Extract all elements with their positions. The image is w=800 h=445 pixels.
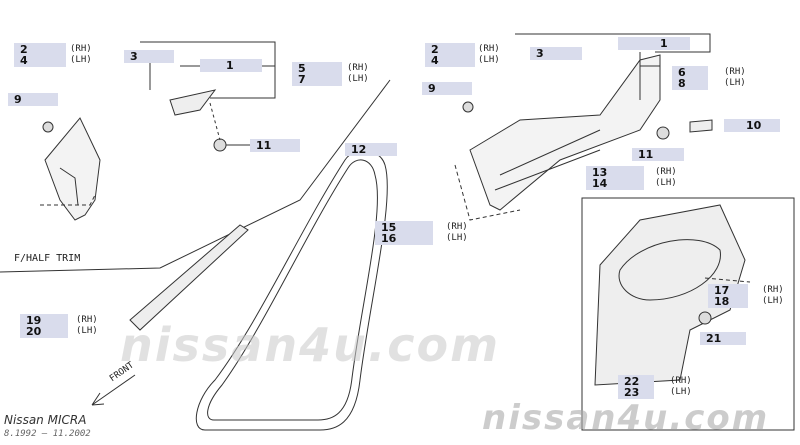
bracket-1b: [515, 33, 711, 53]
small-trim-a: [169, 89, 217, 116]
a-pillar-strip: [129, 224, 249, 331]
callout-11-right[interactable]: 11: [632, 148, 684, 161]
model-period: 8.1992 — 11.2002: [4, 429, 91, 439]
callout-9-left[interactable]: 9: [8, 93, 58, 106]
detail-box: [581, 197, 795, 431]
side-22-23: (RH)(LH): [670, 376, 692, 397]
callout-12[interactable]: 12: [345, 143, 397, 156]
side-15-16: (RH)(LH): [446, 222, 468, 243]
callout-11-left[interactable]: 11: [250, 139, 300, 152]
clip-11a: [213, 138, 227, 152]
watermark-bottom: nissan4u.com: [482, 398, 770, 438]
side-17-18: (RH)(LH): [762, 285, 784, 306]
bracket-6-8: [639, 52, 660, 100]
part-10: [689, 119, 713, 133]
model-name: Nissan MICRA: [4, 413, 87, 427]
bracket-1a: [140, 41, 276, 99]
callout-3-right[interactable]: 3: [530, 47, 582, 60]
callout-10[interactable]: 10: [724, 119, 780, 132]
side-5-7: (RH)(LH): [347, 63, 369, 84]
weatherstrip: [195, 150, 388, 431]
clip-21: [698, 311, 712, 325]
callout-1-left[interactable]: 1: [200, 59, 262, 72]
clip-9a: [42, 121, 54, 133]
callout-3-left[interactable]: 3: [124, 50, 174, 63]
clip-11b: [656, 126, 670, 140]
side-19-20: (RH)(LH): [76, 315, 98, 336]
watermark-center: nissan4u.com: [120, 318, 501, 372]
callout-9-right[interactable]: 9: [422, 82, 472, 95]
side-6-8: (RH)(LH): [724, 67, 746, 88]
callout-21[interactable]: 21: [700, 332, 746, 345]
half-trim-label: F/HALF TRIM: [14, 253, 81, 264]
front-pillar-trim: [44, 117, 101, 221]
side-2-4-left: (RH)(LH): [70, 44, 92, 65]
side-2-4-right: (RH)(LH): [478, 44, 500, 65]
front-arrow: [91, 374, 136, 406]
side-13-14: (RH)(LH): [655, 167, 677, 188]
clip-9b: [462, 101, 474, 113]
callout-1-right[interactable]: 1: [618, 37, 690, 50]
rear-pillar-trim: [469, 54, 661, 211]
